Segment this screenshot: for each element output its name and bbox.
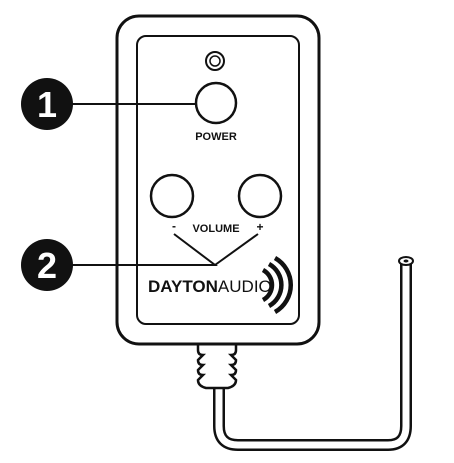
brand-wordmark: DAYTONAUDIO xyxy=(148,277,272,296)
remote-faceplate xyxy=(136,35,300,325)
callout-2-number: 2 xyxy=(37,245,57,286)
brand-part2: AUDIO xyxy=(218,277,272,296)
power-label: POWER xyxy=(195,131,237,143)
leader-2-right xyxy=(214,233,259,266)
callout-1: 1 xyxy=(21,78,73,130)
volume-minus-label: - xyxy=(172,219,176,233)
callout-leaders xyxy=(60,103,259,266)
volume-down-button[interactable] xyxy=(149,173,195,219)
strain-relief xyxy=(196,340,238,390)
callout-2: 2 xyxy=(21,239,73,291)
sound-waves-icon xyxy=(261,256,293,314)
power-button[interactable] xyxy=(194,81,238,125)
volume-plus-label: + xyxy=(256,220,263,234)
volume-up-button[interactable] xyxy=(237,173,283,219)
led-indicator-icon xyxy=(205,51,225,71)
cable-end-core xyxy=(403,259,409,263)
callout-1-number: 1 xyxy=(37,84,57,125)
brand-logo: DAYTONAUDIO xyxy=(148,256,293,314)
volume-label: VOLUME xyxy=(192,223,239,235)
cable xyxy=(213,262,412,451)
brand-part1: DAYTON xyxy=(148,277,218,296)
